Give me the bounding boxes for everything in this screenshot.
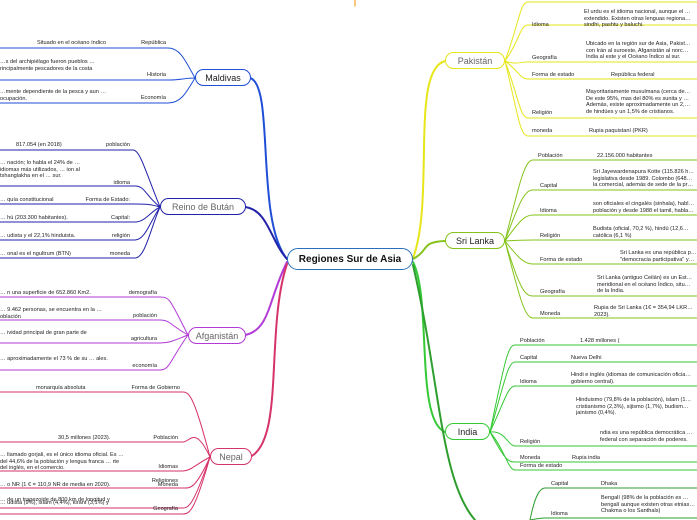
leaf-value: … quía constitucional (0, 197, 54, 203)
leaf-value: Budista (oficial, 70,2 %), hindú (12,6… … (593, 226, 689, 239)
leaf-value: … udista y el 22,1% hinduista. (0, 233, 76, 239)
leaf-value: Situado en el océano índico (36, 40, 106, 46)
leaf-label: Capital (520, 355, 538, 361)
leaf-label: República (141, 40, 166, 46)
leaf-label: Idioma (520, 379, 537, 385)
leaf-label: Forma de Estado: (85, 197, 130, 203)
leaf-label: Religión (520, 439, 541, 445)
leaf-value: … llamado gorjali, es el único idioma of… (0, 452, 124, 472)
leaf-value: 817.054 (en 2018) (16, 142, 62, 148)
leaf-value: Nueva Delhi (571, 355, 602, 361)
leaf-label: Capital: (111, 215, 130, 221)
leaf-value: … onal es el ngultrum (BTN) (0, 251, 71, 257)
leaf-value: …mente dependiente de la pesca y aun … o… (0, 89, 107, 102)
branch-pakistan[interactable]: Pakistán (445, 52, 505, 69)
leaf-value: … udista (9%), islam (4,4%), kirant (3,1… (0, 500, 109, 506)
leaf-value: … o NR (1 € = 110,9 NR de media en 2020)… (0, 482, 111, 488)
leaf-label: Forma de estado (540, 257, 583, 263)
branch-label: Pakistán (457, 55, 493, 66)
leaf-label: Población (153, 435, 178, 441)
leaf-label: agricultura (130, 336, 157, 342)
leaf-label: Economía (140, 95, 166, 101)
leaf-label: Religiones (151, 478, 178, 484)
leaf-label: Forma de estado (532, 72, 575, 78)
leaf-value: El urdu es el idioma nacional, aunque el… (584, 9, 691, 29)
branch-srilanka[interactable]: Sri Lanka (445, 232, 505, 249)
leaf-label: Geografía (532, 55, 557, 61)
branch-nepal[interactable]: Nepal (210, 448, 252, 465)
leaf-label: Idioma (551, 511, 568, 517)
leaf-value: Sri Lanka (antiguo Ceilán) es un Est… me… (597, 275, 693, 295)
leaf-value: …s del archipiélago fueron pueblos … rin… (0, 59, 95, 72)
leaf-value: … nación; lo habla el 24% de … idiomas m… (0, 160, 80, 180)
leaf-value: son oficiales el cingalés (sinhala), hab… (593, 201, 695, 214)
leaf-value: Mayoritariamente musulmana (cerca de… De… (586, 89, 691, 115)
leaf-value: … ividad principal de gran parte de (0, 330, 87, 336)
leaf-label: población (133, 313, 157, 319)
leaf-label: religión (111, 233, 130, 239)
leaf-label: Idioma (540, 208, 557, 214)
branch-label: Afganistán (195, 330, 239, 341)
leaf-label: Idiomas (158, 464, 178, 470)
leaf-label: Moneda (520, 455, 541, 461)
leaf-value: … n una superficie de 652.860 Km2. (0, 290, 91, 296)
leaf-value: … aproximadamente el 73 % de su … ales. (0, 356, 108, 362)
leaf-value: … hú (203.300 habitantes). (0, 215, 68, 221)
leaf-value: Hinduismo (79,8% de la población), islam… (576, 397, 692, 417)
branch-label: India (457, 426, 478, 437)
leaf-label: Religión (532, 110, 553, 116)
leaf-value: … de un trapezoide de 800 km de longitud… (0, 497, 110, 503)
branch-india[interactable]: India (445, 423, 490, 440)
leaf-value: Rupia paquistaní (PKR) (589, 128, 648, 134)
leaf-label: población (106, 142, 130, 148)
leaf-label: economía (132, 363, 157, 369)
leaf-label: Forma de estado (520, 463, 563, 469)
leaf-value: monarquía absoluta (36, 385, 86, 391)
leaf-label: demografía (128, 290, 157, 296)
leaf-label: Religión (540, 233, 561, 239)
leaf-label: Historia (147, 72, 166, 78)
leaf-value: Rupia de Sri Lanka (1€ = 354,94 LKR… 202… (594, 305, 693, 318)
leaf-label: Moneda (540, 311, 561, 317)
branch-afganistan[interactable]: Afganistán (188, 327, 246, 344)
branch-maldivas[interactable]: Maldivas (195, 69, 251, 86)
leaf-label: Idioma (532, 22, 549, 28)
leaf-label: Población (538, 153, 563, 159)
leaf-value: Sri Jayewardenapura Kotte (115.826 h… le… (593, 169, 694, 189)
branch-label: Sri Lanka (455, 235, 495, 246)
leaf-value: Rupia india (572, 455, 600, 461)
branch-label: Maldivas (205, 72, 241, 83)
leaf-label: Capital (551, 481, 569, 487)
leaf-value: Bengalí (98% de la población es … bengal… (601, 495, 695, 515)
leaf-label: Capital (540, 183, 558, 189)
branch-butan[interactable]: Reino de Bután (160, 198, 246, 215)
leaf-label: Geografía (540, 289, 565, 295)
leaf-label: moneda (532, 128, 553, 134)
branch-label: Nepal (219, 451, 243, 462)
leaf-value: ndia es una república democrática … fede… (600, 430, 693, 443)
branch-label: Reino de Bután (171, 201, 235, 212)
leaf-value: 30,5 millones (2023). (58, 435, 111, 441)
leaf-label: moneda (109, 251, 130, 257)
leaf-value: Ubicado en la región sur de Asia, Pakist… (586, 41, 691, 61)
leaf-value: Hindi e inglés (idiomas de comunicación … (571, 372, 692, 385)
leaf-value: 22.156.000 habitantes (597, 153, 653, 159)
leaf-value: República federal (611, 72, 655, 78)
root-node[interactable]: Regiones Sur de Asia (287, 248, 413, 270)
leaf-label: Forma de Gobierno (131, 385, 180, 391)
leaf-value: … 9.462 personas, se encuentra en la … o… (0, 307, 102, 320)
leaf-label: idioma (113, 180, 130, 186)
leaf-label: Población (520, 338, 545, 344)
leaf-value: 1.428 millones ( (580, 338, 620, 344)
leaf-value: Sri Lanka es una república p… "democraci… (620, 250, 697, 263)
leaf-label: Moneda (157, 482, 178, 488)
leaf-label: Geografía (153, 506, 178, 512)
leaf-value: Dhaka (601, 481, 618, 487)
